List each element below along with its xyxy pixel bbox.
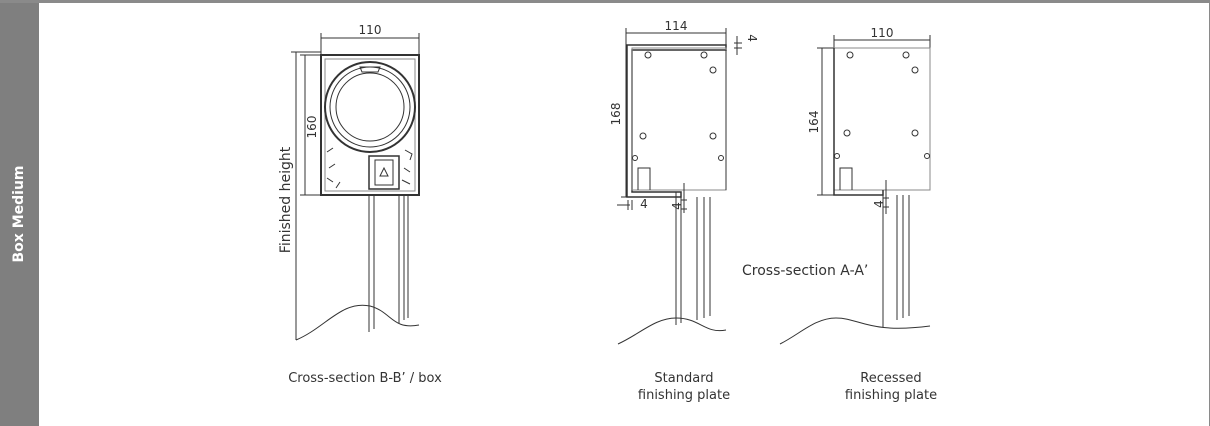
cross-section-a-label: Cross-section A-A’ bbox=[742, 263, 868, 279]
finished-height-label: Finished height bbox=[278, 146, 294, 253]
standard-top-dimension: 4 bbox=[745, 34, 759, 42]
standard-finishing-plate-drawing bbox=[617, 28, 742, 345]
recessed-bottom-dimension: 4 bbox=[872, 200, 886, 208]
standard-height-dimension: 168 bbox=[609, 103, 623, 126]
standard-width-dimension: 114 bbox=[665, 19, 688, 33]
box-width-dimension: 110 bbox=[359, 23, 382, 37]
recessed-caption-line1: Recessed bbox=[860, 371, 922, 386]
recessed-caption: Recessed finishing plate bbox=[826, 370, 956, 404]
recessed-width-dimension: 110 bbox=[871, 26, 894, 40]
standard-left-dimension: 4 bbox=[640, 197, 648, 211]
recessed-caption-line2: finishing plate bbox=[844, 388, 938, 403]
box-cross-section-drawing bbox=[291, 33, 420, 341]
standard-bottom-dimension: 4 bbox=[670, 202, 684, 210]
box-caption: Cross-section B-B’ / box bbox=[250, 370, 480, 387]
box-caption-text: Cross-section B-B’ / box bbox=[288, 371, 442, 386]
side-tab: Box Medium bbox=[0, 3, 39, 426]
standard-caption: Standard finishing plate bbox=[624, 370, 744, 404]
standard-caption-line1: Standard bbox=[654, 371, 714, 386]
recessed-height-dimension: 164 bbox=[807, 111, 821, 134]
box-height-dimension: 160 bbox=[305, 116, 319, 139]
standard-caption-line2: finishing plate bbox=[637, 388, 731, 403]
recessed-finishing-plate-drawing bbox=[779, 35, 931, 345]
